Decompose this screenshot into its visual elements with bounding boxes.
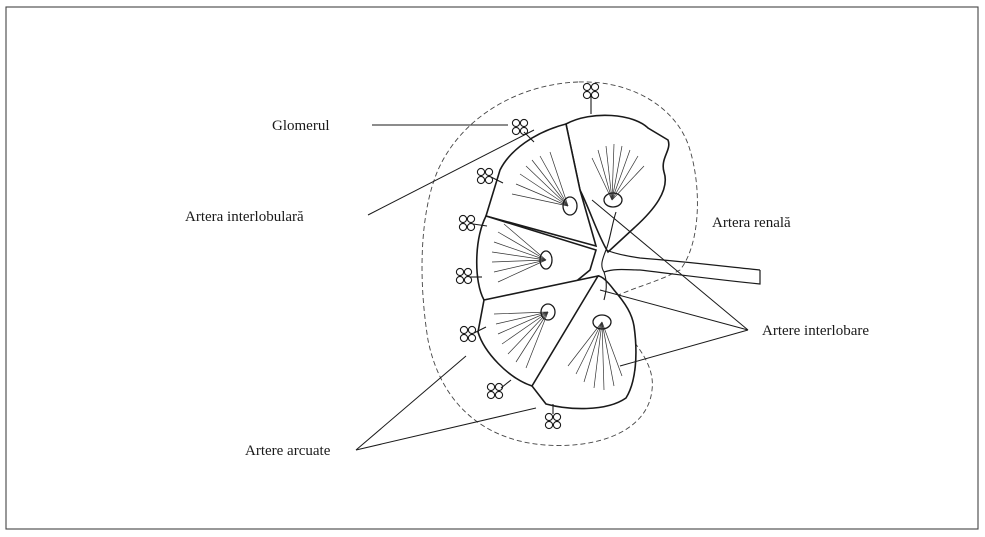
glomerulus-icon: [583, 83, 598, 114]
glomerulus-icon: [512, 119, 534, 142]
kidney-lobes: [477, 115, 669, 408]
leader-arcuate-1: [356, 356, 466, 450]
leader-arcuate-2: [356, 408, 536, 450]
label-glomerul: Glomerul: [272, 118, 330, 134]
label-artera-renala: Artera renală: [712, 215, 791, 231]
glomerulus-icon: [545, 404, 560, 429]
label-artere-interlobare: Artere interlobare: [762, 323, 869, 339]
label-artera-interlobulara: Artera interlobulară: [185, 209, 304, 225]
glomerulus-icon: [487, 380, 511, 399]
label-artere-arcuate: Artere arcuate: [245, 443, 331, 459]
leader-interlobare-3: [620, 330, 748, 366]
